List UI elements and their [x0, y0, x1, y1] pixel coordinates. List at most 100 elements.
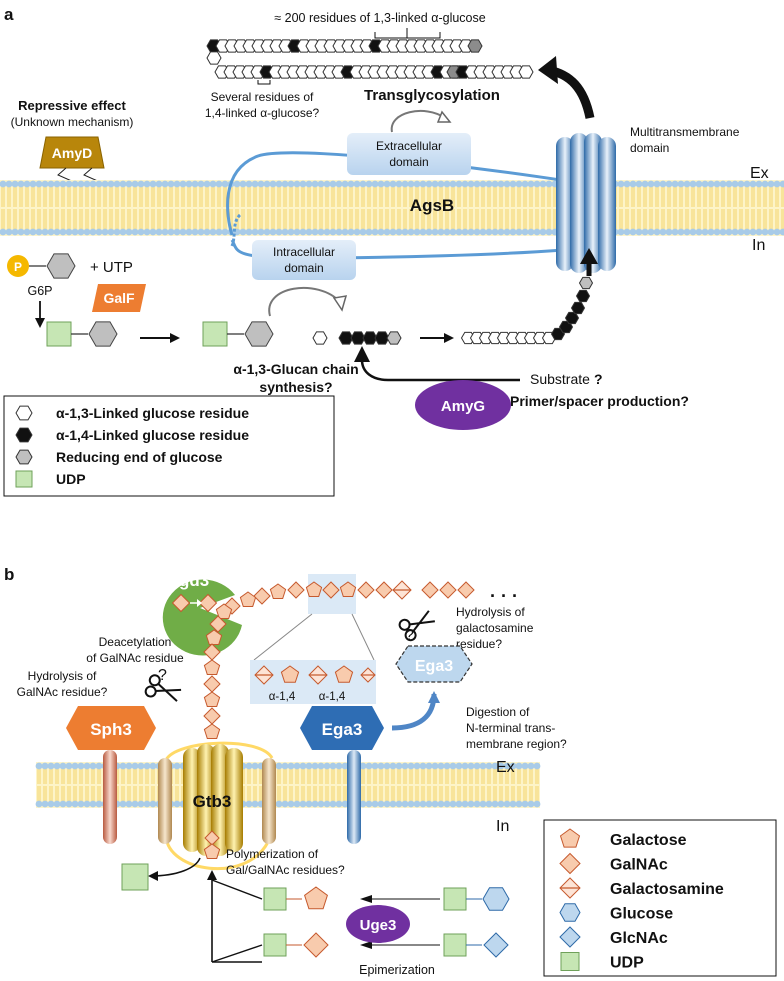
extracellular-domain-label-2: domain [389, 155, 428, 169]
galactose-residue [239, 591, 257, 607]
udp-square-2 [202, 321, 228, 347]
alpha14-legend-icon [15, 427, 33, 443]
udp-glucose-hexagon-2 [244, 321, 274, 347]
released-udp [121, 863, 149, 891]
scissors-icon-galnac [144, 674, 182, 702]
galnac-residue [287, 581, 305, 599]
polymerization-label-2: Gal/GalNAc residues? [226, 863, 345, 877]
growing-glucan-chain [460, 276, 594, 345]
galactose-residue [215, 603, 233, 619]
ega3-transmembrane [347, 750, 361, 844]
several-residues-label-1: Several residues of [211, 90, 314, 104]
alpha13-residue [496, 331, 512, 345]
galactose-residue [203, 659, 221, 675]
legend-a-items: α-1,3-Linked glucose residueα-1,4-Linked… [15, 405, 249, 488]
legend-a-label: α-1,3-Linked glucose residue [56, 405, 249, 421]
glucose-legend-icon [559, 903, 581, 922]
panel-a: a ≈ 200 residues of 1,3-linked α-glucose… [0, 5, 784, 497]
reducing-end-residue [386, 331, 402, 345]
reducing-end-residue [467, 39, 483, 53]
intracellular-domain-label-1: Intracellular [273, 245, 335, 259]
alpha13-residue [532, 331, 548, 345]
several-residues-label-2: 1,4-linked α-glucose? [205, 106, 320, 120]
galnac-residue [357, 581, 375, 599]
legend-b [543, 819, 777, 977]
galnac-residue [457, 581, 475, 599]
gtb3-product-chain [203, 830, 221, 859]
galnac-residue [253, 587, 271, 605]
alpha13-residue [505, 331, 521, 345]
sph3-enzyme [66, 706, 156, 750]
in-label-a: In [752, 237, 765, 254]
phosphate-circle [7, 255, 29, 277]
intracellular-domain-label-2: domain [284, 261, 323, 275]
alpha13-residue [514, 331, 530, 345]
repressive-effect-title: Repressive effect [18, 98, 126, 113]
amyg-label: AmyG [441, 398, 485, 415]
sph3-transmembrane [103, 750, 117, 844]
udp-glcnac [483, 932, 509, 958]
digestion-label-1: Digestion of [466, 705, 530, 719]
panel-b: b Agd3 Deacetylation of GalNAc residue ·… [4, 565, 777, 977]
uge3-enzyme [346, 905, 410, 943]
udp-square-1 [46, 321, 72, 347]
alpha13-residue [469, 331, 485, 345]
agd3-enzyme [162, 579, 242, 656]
alpha13-residue [206, 51, 222, 65]
hydrolysis-galnac-2: GalNAc residue? [17, 685, 108, 699]
multitm-label-2: domain [630, 141, 669, 155]
udp-glucose [482, 887, 510, 911]
alpha13-residue [487, 331, 503, 345]
galnac-residue [209, 615, 227, 633]
galf-protein [92, 284, 146, 312]
alpha14-residue [350, 331, 366, 345]
transglycosylation-label: Transglycosylation [364, 87, 500, 104]
digestion-label-2: N-terminal trans- [466, 721, 555, 735]
gtb3-label: Gtb3 [193, 792, 232, 811]
udp-galnac [303, 932, 329, 958]
agsb-label: AgsB [410, 196, 454, 215]
udp-square [443, 933, 467, 957]
repressive-effect-subtitle: (Unknown mechanism) [11, 115, 134, 129]
linkage-label-2: α-1,4 [319, 691, 346, 703]
galactose-residue [339, 581, 357, 597]
linkage-label-1: α-1,4 [269, 691, 296, 703]
galf-label: GalF [103, 290, 135, 306]
galactose-residue [203, 691, 221, 707]
linkage-inset [250, 660, 376, 704]
galnac-legend-icon [559, 852, 581, 875]
alpha13-residue [478, 331, 494, 345]
chain-synthesis-label-1: α-1,3-Glucan chain [233, 361, 358, 377]
amyg-enzyme [415, 380, 511, 430]
legend-b-label: GlcNAc [610, 930, 668, 947]
sph3-label: Sph3 [90, 720, 132, 739]
panel-a-label: a [4, 5, 14, 24]
intracellular-domain-box [252, 240, 356, 280]
hydrolysis-galnac-1: Hydrolysis of [28, 669, 97, 683]
galactose-residue [280, 665, 300, 683]
alpha14-residue [570, 301, 586, 315]
udp-legend-icon [560, 952, 580, 971]
alpha13-residue [460, 331, 476, 345]
udp-sugars [263, 886, 510, 958]
alpha14-residue [374, 331, 390, 345]
glucan-chain-upper [206, 39, 483, 65]
udp-square [263, 933, 287, 957]
galnac-residue [203, 707, 221, 725]
alpha14-residue [338, 331, 354, 345]
panel-b-label: b [4, 565, 14, 584]
legend-b-label: Glucose [610, 906, 673, 923]
in-label-b: In [496, 818, 509, 835]
hydrolysis-galactosamine-3: residue? [456, 637, 502, 651]
uge3-label: Uge3 [360, 917, 397, 934]
ega3-released [395, 645, 473, 683]
plus-utp-label: + UTP [90, 259, 133, 276]
polymerization-label-1: Polymerization of [226, 847, 319, 861]
galnac-residue [439, 581, 457, 599]
alpha14-residue [575, 289, 591, 303]
udp-square [263, 887, 287, 911]
galnac-residue [203, 675, 221, 693]
deacetylation-label-1: Deacetylation [99, 635, 172, 649]
legend-b-label: UDP [610, 955, 644, 972]
legend-b-items: GalactoseGalNAcGalactosamineGlucoseGlcNA… [559, 828, 724, 972]
